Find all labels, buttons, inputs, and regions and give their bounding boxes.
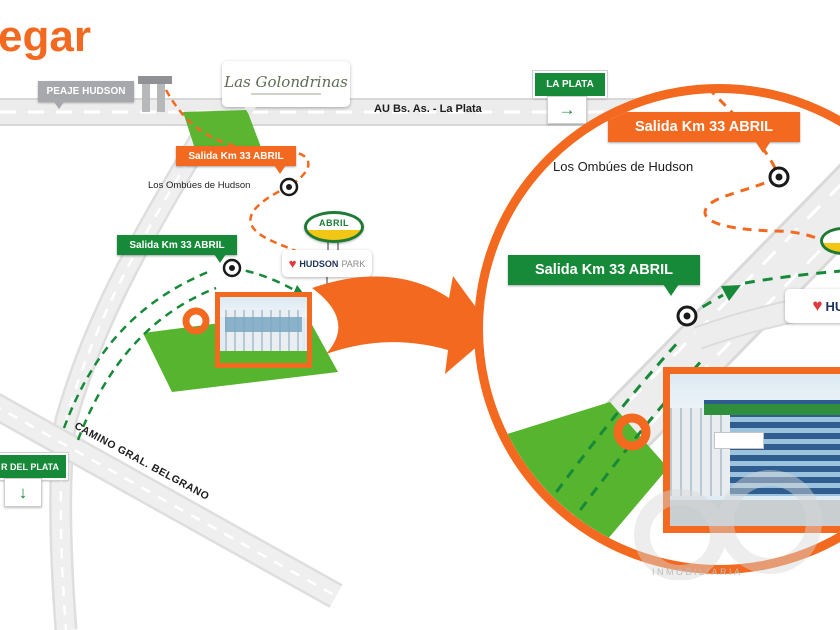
inset-green-exit-point bbox=[676, 305, 698, 327]
la-plata-sign: LA PLATA bbox=[533, 71, 607, 98]
abril-sign: ABRIL bbox=[304, 211, 364, 243]
inset-photo-white-sign bbox=[714, 432, 764, 449]
green-field-small bbox=[183, 110, 262, 152]
orange-exit-point bbox=[279, 177, 299, 197]
inset-hudson-park-sign: ♥ HUD bbox=[785, 289, 840, 323]
inset-salida-green-pointer bbox=[663, 284, 679, 296]
inset-salida-green-badge: Salida Km 33 ABRIL bbox=[508, 255, 700, 285]
inset-photo-green-banner bbox=[704, 404, 840, 415]
salida-orange-badge-pointer bbox=[274, 165, 286, 174]
salida-km33-green-badge: Salida Km 33 ABRIL bbox=[117, 235, 237, 255]
orange-ring-marker bbox=[182, 307, 210, 335]
watermark-caption: INMOBILIARIA bbox=[652, 567, 743, 577]
highway-label: AU Bs. As. - La Plata bbox=[374, 103, 482, 115]
ombues-label: Los Ombúes de Hudson bbox=[148, 180, 251, 191]
la-plata-arrow-box: → bbox=[547, 96, 587, 124]
abril-label: ABRIL bbox=[319, 218, 349, 228]
inset-photo-left-wing bbox=[670, 408, 730, 496]
inset-orange-ring-marker bbox=[613, 413, 651, 451]
inset-hudson-label: HUD bbox=[825, 298, 840, 314]
building-photo-large bbox=[663, 367, 840, 533]
secondary-road bbox=[49, 120, 218, 630]
las-golondrinas-label: Las Golondrinas bbox=[224, 73, 348, 91]
inset-ombues-label: Los Ombúes de Hudson bbox=[553, 159, 694, 174]
las-golondrinas-underline bbox=[251, 93, 321, 95]
inset-photo-plaza bbox=[670, 500, 840, 526]
inset-salida-orange-badge: Salida Km 33 ABRIL bbox=[608, 112, 800, 142]
salida-green-badge-pointer bbox=[214, 254, 226, 263]
las-golondrinas-sign: Las Golondrinas bbox=[222, 61, 350, 107]
peaje-hudson-sign: PEAJE HUDSON bbox=[38, 81, 134, 102]
inset-orange-exit-point bbox=[768, 166, 790, 188]
right-arrow-icon: → bbox=[558, 100, 576, 119]
building-photo-small bbox=[215, 292, 312, 368]
down-arrow-icon: ↓ bbox=[18, 482, 28, 502]
inset-salida-orange-pointer bbox=[755, 141, 771, 153]
mar-del-plata-sign: R DEL PLATA bbox=[0, 453, 68, 480]
camino-belgrano-road bbox=[0, 393, 343, 608]
watermark-shapes bbox=[634, 470, 822, 580]
salida-km33-orange-badge: Salida Km 33 ABRIL bbox=[176, 146, 296, 166]
photo-glass-band bbox=[225, 317, 302, 332]
mar-del-plata-arrow-box: ↓ bbox=[4, 478, 42, 507]
heart-icon: ♥ bbox=[288, 256, 297, 271]
inset-green-arrowhead bbox=[721, 285, 741, 301]
las-golondrinas-pointer bbox=[244, 107, 256, 116]
photo-lawn bbox=[220, 351, 307, 363]
zoom-arrow bbox=[312, 276, 494, 374]
inset-heart-icon: ♥ bbox=[812, 296, 823, 315]
hudson-park-label-bold: HUDSON bbox=[299, 258, 339, 269]
page-title: egar bbox=[0, 12, 91, 61]
toll-booth-icon bbox=[138, 76, 172, 112]
green-exit-point bbox=[222, 258, 242, 278]
hudson-park-label-light: PARK bbox=[341, 258, 366, 269]
peaje-sign-pointer bbox=[54, 102, 64, 109]
